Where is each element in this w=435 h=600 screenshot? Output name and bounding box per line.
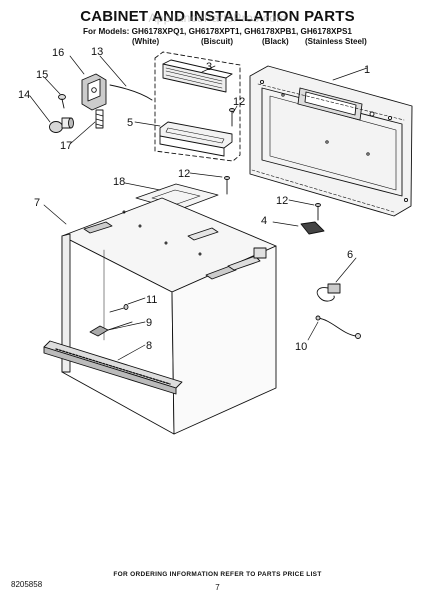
wire-tie-part-13 [109,84,153,101]
exhaust-adapter-part-5 [159,121,233,157]
wire-harness-part-10 [315,315,361,339]
callout-label: 13 [91,46,103,58]
ordering-note: FOR ORDERING INFORMATION REFER TO PARTS … [113,571,322,578]
knob-part-14 [49,117,74,133]
callout-label: 7 [34,197,40,209]
screw-part-11 [109,304,129,313]
callout-label: 12 [178,168,190,180]
document-number: 8205858 [11,580,43,589]
damper-part-3 [162,59,233,93]
spring-part-17 [95,109,104,129]
callout-label: 10 [295,341,307,353]
cabinet-part-7 [61,197,277,435]
finish-biscuit: (Biscuit) [201,37,233,46]
finish-stainless-steel: (Stainless Steel) [305,37,367,46]
dashed-assembly-box [154,51,241,162]
callout-label: 14 [18,89,30,101]
screw-part-15 [58,94,66,109]
callout-label: 8 [146,340,152,352]
page-title: CABINET AND INSTALLATION PARTS [80,8,355,25]
callout-label: 12 [233,96,245,108]
callout-label: 11 [146,294,157,306]
thermal-cutout-part-6 [316,283,341,302]
screw-part-12-middle [224,176,230,195]
callout-label: 12 [276,195,288,207]
callout-label: 6 [347,249,353,261]
callout-label: 4 [261,215,267,227]
finish-labels: (White) (Biscuit) (Black) (Stainless Ste… [0,37,435,49]
screw-part-12-right [315,203,321,221]
callout-label: 15 [36,69,48,81]
finish-black: (Black) [262,37,289,46]
callout-label: 1 [364,64,370,76]
hinge-bracket-part-16 [81,73,107,111]
callout-label: 5 [127,117,133,129]
clip-part-4 [300,221,325,235]
callout-label: 16 [52,47,64,59]
model-list: For Models: GH6178XPQ1, GH6178XPT1, GH61… [83,27,352,36]
callout-label: 17 [60,140,72,152]
leader-lines [29,55,368,361]
callout-labels: 1 4 3 5 6 7 8 9 10 11 12 12 12 13 14 15 … [18,46,370,353]
finish-white: (White) [132,37,160,46]
page-number: 7 [215,583,220,592]
callout-label: 3 [206,61,212,73]
vent-grille-part-8 [43,340,183,395]
callout-label: 18 [113,176,125,188]
watermark: AppliancePartsPros.com [148,11,287,25]
mounting-plate-part-1 [249,65,413,217]
callout-label: 9 [146,317,152,329]
